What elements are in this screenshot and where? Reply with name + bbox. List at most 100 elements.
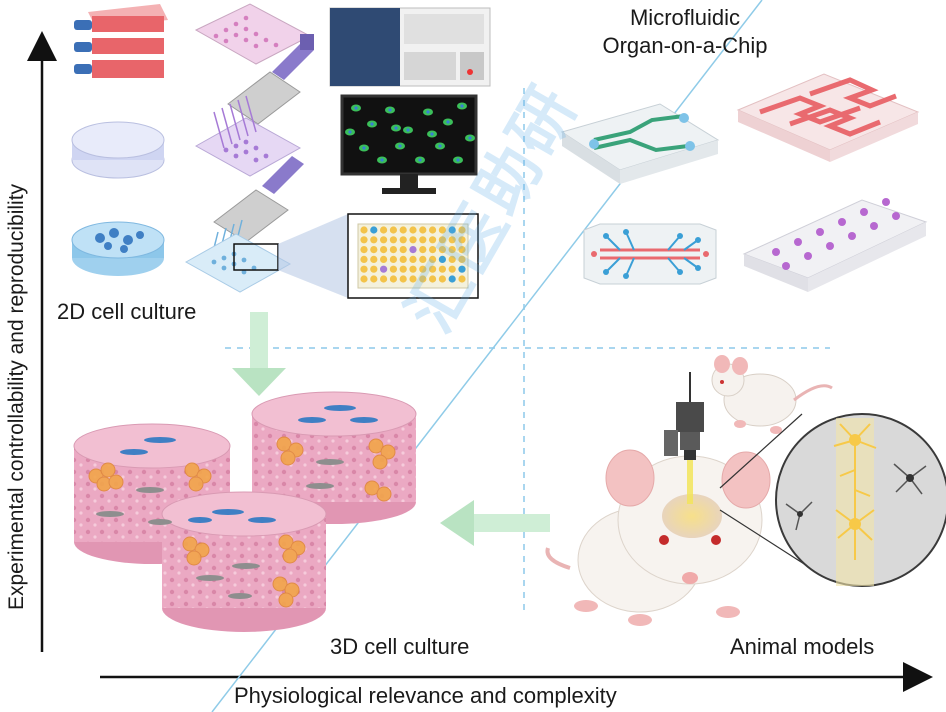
cell-nucleus	[426, 110, 430, 114]
chip-well	[870, 222, 878, 230]
culture-flasks	[74, 4, 168, 78]
well	[438, 236, 446, 244]
well	[458, 275, 466, 283]
label-3d-cell-culture: 3D cell culture	[330, 634, 470, 659]
well	[409, 275, 417, 283]
well-plate-pink	[194, 3, 312, 65]
well	[438, 265, 446, 273]
well	[360, 226, 368, 234]
well	[429, 275, 437, 283]
well	[458, 226, 466, 234]
chip-well	[794, 238, 802, 246]
well	[429, 236, 437, 244]
well	[380, 255, 388, 263]
well	[370, 255, 378, 263]
well	[380, 265, 388, 273]
well	[429, 265, 437, 273]
well	[370, 226, 378, 234]
well	[419, 226, 427, 234]
well	[438, 246, 446, 254]
well	[429, 226, 437, 234]
chip-red-serpentine	[736, 73, 920, 162]
chip-well	[804, 252, 812, 260]
chip-well	[772, 248, 780, 256]
y-axis-label: Experimental controllability and reprodu…	[5, 183, 28, 610]
well	[458, 246, 466, 254]
well	[419, 255, 427, 263]
well	[399, 246, 407, 254]
cell-nucleus	[398, 144, 402, 148]
cell-nucleus	[406, 128, 410, 132]
well	[360, 246, 368, 254]
cell-nucleus	[354, 106, 358, 110]
chip-well	[826, 242, 834, 250]
label-animal-models: Animal models	[730, 634, 875, 659]
well	[370, 236, 378, 244]
well	[409, 265, 417, 273]
cell-nucleus	[430, 132, 434, 136]
neuron-zoom	[719, 413, 946, 587]
chip-purple-array	[742, 198, 928, 292]
cell-nucleus	[394, 126, 398, 130]
well	[389, 255, 397, 263]
well	[380, 226, 388, 234]
well	[448, 246, 456, 254]
well	[360, 275, 368, 283]
y-axis-label-wrap: Experimental controllability and reprodu…	[0, 0, 40, 712]
plate-zoom-inset	[347, 213, 479, 299]
monitor-fluorescence	[340, 94, 478, 194]
chip-well	[838, 218, 846, 226]
chip-well	[882, 198, 890, 206]
zoom-cone	[278, 214, 348, 298]
chip-well	[782, 262, 790, 270]
cell-nucleus	[468, 136, 472, 140]
label-organ-on-chip: Microfluidic Organ-on-a-Chip	[560, 4, 810, 60]
well	[380, 246, 388, 254]
well	[389, 226, 397, 234]
well	[438, 226, 446, 234]
well	[399, 255, 407, 263]
well	[409, 226, 417, 234]
well	[409, 246, 417, 254]
well	[458, 255, 466, 263]
well	[380, 275, 388, 283]
multichannel-pipette-bottom	[211, 156, 304, 257]
well	[438, 275, 446, 283]
label-2d-cell-culture: 2D cell culture	[57, 299, 197, 324]
well-plate-blue	[184, 233, 292, 293]
large-mouse	[545, 449, 771, 626]
well	[419, 246, 427, 254]
well	[438, 255, 446, 263]
well	[389, 246, 397, 254]
petri-dish-empty	[71, 121, 165, 179]
cell-nucleus	[388, 108, 392, 112]
cell-nucleus	[446, 120, 450, 124]
well	[370, 265, 378, 273]
well	[458, 265, 466, 273]
spheroid-cells	[88, 436, 396, 608]
label-chip-line1: Microfluidic	[629, 5, 741, 30]
chip-well	[892, 212, 900, 220]
well	[409, 236, 417, 244]
well	[370, 246, 378, 254]
cell-nucleus	[362, 146, 366, 150]
multichannel-pipette-top	[227, 34, 314, 125]
well	[409, 255, 417, 263]
well	[429, 255, 437, 263]
well	[389, 236, 397, 244]
well	[448, 226, 456, 234]
cell-nucleus	[456, 158, 460, 162]
well	[389, 265, 397, 273]
well	[370, 275, 378, 283]
cell-nucleus	[418, 158, 422, 162]
well	[429, 246, 437, 254]
well	[419, 265, 427, 273]
cell-nucleus	[370, 122, 374, 126]
well	[380, 236, 388, 244]
petri-dish-cells	[71, 221, 165, 276]
chip-green	[560, 103, 720, 184]
small-mouse	[711, 355, 833, 434]
spindle-cells	[96, 405, 378, 599]
